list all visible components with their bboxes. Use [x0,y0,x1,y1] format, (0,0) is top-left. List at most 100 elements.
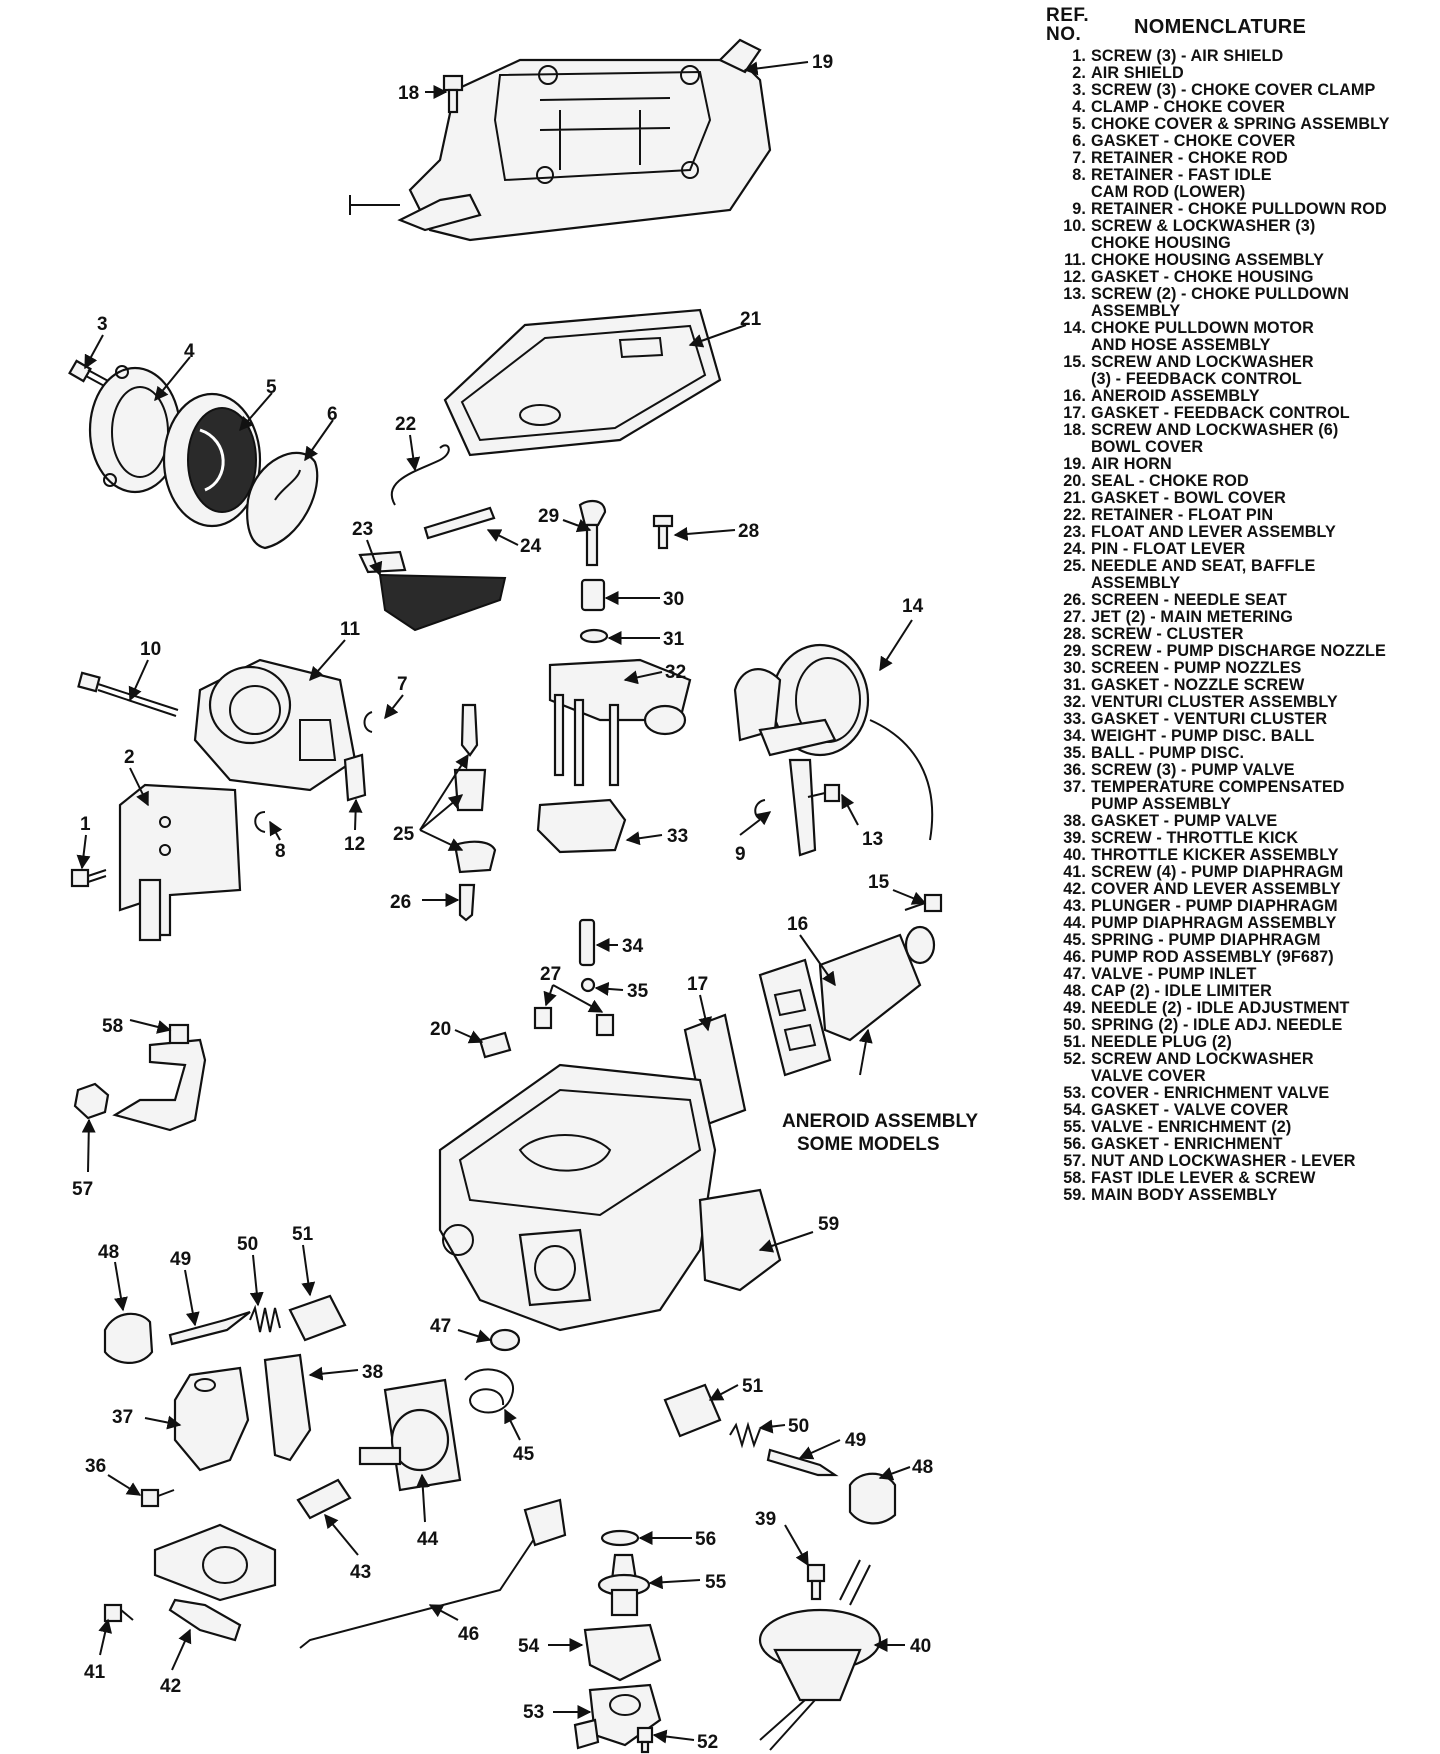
aneroid-note-line1: ANEROID ASSEMBLY [782,1111,978,1132]
legend-item-text: CLAMP - CHOKE COVER [1091,98,1286,116]
legend-item: 46.PUMP ROD ASSEMBLY (9F687) [1046,949,1438,966]
callout-32: 32 [665,662,686,683]
legend-item: 33.GASKET - VENTURI CLUSTER [1046,711,1438,728]
legend-item-number: 13. [1063,285,1086,303]
part-illustrations [68,38,943,1754]
callout-11: 11 [340,619,361,640]
cluster-screw-drawing [652,514,674,550]
legend-item-text: VENTURI CLUSTER ASSEMBLY [1091,693,1338,711]
legend-item-text: SCREW (2) - CHOKE PULLDOWN ASSEMBLY [1091,285,1349,320]
legend-item-number: 23. [1063,523,1086,541]
legend-item: 40.THROTTLE KICKER ASSEMBLY [1046,847,1438,864]
callout-50-right: 50 [788,1416,809,1437]
legend-item-number: 45. [1063,931,1086,949]
legend-item: 29.SCREW - PUMP DISCHARGE NOZZLE [1046,643,1438,660]
legend-item-text: SCREW (3) - PUMP VALVE [1091,761,1295,779]
callout-1: 1 [80,814,91,835]
callout-38: 38 [362,1362,383,1383]
legend-item: 58.FAST IDLE LEVER & SCREW [1046,1170,1438,1187]
legend-item-number: 17. [1063,404,1086,422]
throttle-kicker-drawing [758,1559,882,1751]
legend-item: 45.SPRING - PUMP DIAPHRAGM [1046,932,1438,949]
callout-4: 4 [184,341,195,362]
legend-item-text: FLOAT AND LEVER ASSEMBLY [1091,523,1336,541]
needle-plug-right-drawing [663,1383,722,1438]
legend-header: REF. NO. NOMENCLATURE [1046,6,1438,46]
legend-item: 8.RETAINER - FAST IDLE CAM ROD (LOWER) [1046,167,1438,201]
callout-20: 20 [430,1019,451,1040]
choke-cover-spring-drawing [162,392,262,528]
legend-item-number: 55. [1063,1118,1086,1136]
legend-item-text: CAP (2) - IDLE LIMITER [1091,982,1272,1000]
legend-item-text: SCREW - THROTTLE KICK [1091,829,1299,847]
legend-item: 20.SEAL - CHOKE ROD [1046,473,1438,490]
pump-diaphragm-drawing [358,1378,462,1492]
legend-item-text: CHOKE HOUSING ASSEMBLY [1091,251,1325,269]
callout-48: 48 [98,1242,119,1263]
legend-item-number: 48. [1063,982,1086,1000]
legend-item: 44.PUMP DIAPHRAGM ASSEMBLY [1046,915,1438,932]
callout-39: 39 [755,1509,776,1530]
callout-49: 49 [170,1249,191,1270]
choke-housing-gasket-drawing [343,753,367,802]
callout-14: 14 [902,596,924,617]
legend-item: 56.GASKET - ENRICHMENT [1046,1136,1438,1153]
legend-item-text: SCREW AND LOCKWASHER (6) BOWL COVER [1091,421,1339,456]
callout-31: 31 [663,629,685,650]
legend-item: 11.CHOKE HOUSING ASSEMBLY [1046,252,1438,269]
callout-51: 51 [292,1224,314,1245]
enrichment-valve-drawing [597,1553,651,1617]
pump-valve-screw-drawing [140,1488,175,1508]
legend-item: 25.NEEDLE AND SEAT, BAFFLE ASSEMBLY [1046,558,1438,592]
callout-44: 44 [417,1529,439,1550]
legend-item-number: 29. [1063,642,1086,660]
legend-item-number: 42. [1063,880,1086,898]
legend-item-number: 16. [1063,387,1086,405]
legend-item-number: 24. [1063,540,1086,558]
legend-item: 22.RETAINER - FLOAT PIN [1046,507,1438,524]
callout-33: 33 [667,826,688,847]
legend-item: 38.GASKET - PUMP VALVE [1046,813,1438,830]
legend-item-number: 18. [1063,421,1086,439]
legend-item-text: RETAINER - CHOKE ROD [1091,149,1288,167]
callout-5: 5 [266,377,277,398]
legend-item-text: MAIN BODY ASSEMBLY [1091,1186,1278,1204]
legend-item-number: 3. [1072,81,1086,99]
idle-spring-right-drawing [729,1421,761,1449]
legend-item-text: PUMP ROD ASSEMBLY (9F687) [1091,948,1334,966]
legend-item-text: GASKET - CHOKE HOUSING [1091,268,1314,286]
legend-item-number: 52. [1063,1050,1086,1068]
legend-item: 9.RETAINER - CHOKE PULLDOWN ROD [1046,201,1438,218]
callout-46: 46 [458,1624,479,1645]
legend-item-text: CHOKE COVER & SPRING ASSEMBLY [1091,115,1390,133]
callout-58: 58 [102,1016,123,1037]
callout-8: 8 [275,841,286,862]
legend-item: 15.SCREW AND LOCKWASHER (3) - FEEDBACK C… [1046,354,1438,388]
legend-item-number: 1. [1072,47,1086,65]
ref-no-label: REF. NO. [1046,5,1090,45]
legend-item: 13. SCREW (2) - CHOKE PULLDOWN ASSEMBLY [1046,286,1438,320]
legend-item-number: 40. [1063,846,1086,864]
legend-item-text: NEEDLE (2) - IDLE ADJUSTMENT [1091,999,1350,1017]
legend-item-number: 41. [1063,863,1086,881]
callout-55: 55 [705,1572,727,1593]
legend-item-text: RETAINER - FLOAT PIN [1091,506,1274,524]
legend-item-number: 50. [1063,1016,1086,1034]
venturi-gasket-drawing [536,798,627,854]
callout-54: 54 [518,1636,540,1657]
legend-item-number: 9. [1072,200,1086,218]
air-horn-drawing [349,38,772,242]
legend-item: 43.PLUNGER - PUMP DIAPHRAGM [1046,898,1438,915]
choke-rod-retainer-drawing [363,711,373,733]
callout-22: 22 [395,414,416,435]
legend-item: 19.AIR HORN [1046,456,1438,473]
legend-item-text: GASKET - BOWL COVER [1091,489,1286,507]
legend-item: 14.CHOKE PULLDOWN MOTOR AND HOSE ASSEMBL… [1046,320,1438,354]
legend-item-text: SCREW AND LOCKWASHER (3) - FEEDBACK CONT… [1091,353,1314,388]
legend-item-number: 47. [1063,965,1086,983]
legend-item-number: 6. [1072,132,1086,150]
callout-52: 52 [697,1732,718,1753]
legend-item: 52.SCREW AND LOCKWASHER VALVE COVER [1046,1051,1438,1085]
legend-item-number: 14. [1063,319,1086,337]
callout-labels: 18 19 21 3 4 5 6 22 23 24 29 28 30 31 32… [72,52,933,1753]
